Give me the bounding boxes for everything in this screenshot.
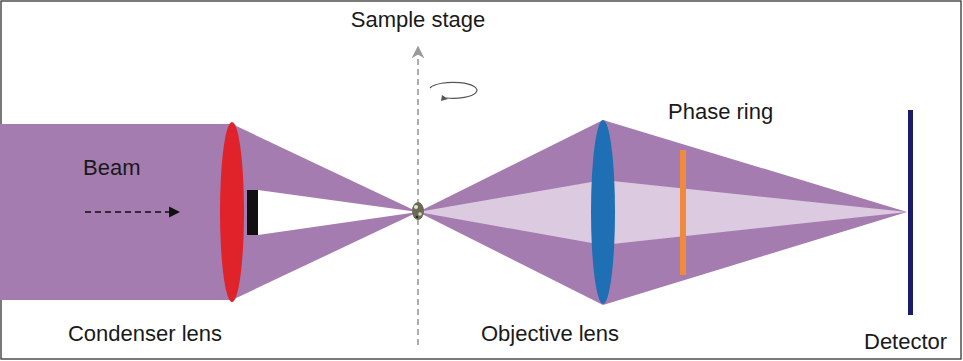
rotation-arrow	[430, 82, 477, 98]
part-label: Condenser lens	[68, 322, 222, 346]
annular-stop	[247, 190, 258, 235]
direct-cone	[418, 180, 603, 245]
condenser-lens	[220, 122, 244, 302]
beam-direction-arrow	[85, 211, 178, 213]
image-cone	[603, 120, 907, 305]
incoming-beam	[0, 124, 232, 300]
part-label: Sample stage	[351, 8, 486, 32]
part-label: Detector	[864, 330, 947, 354]
phase-ring	[680, 150, 686, 275]
part-label: Objective lens	[481, 322, 619, 346]
rotation-axis	[417, 52, 419, 345]
rotation-arrowhead	[441, 95, 448, 101]
hollow-cone	[258, 190, 418, 235]
objective-lens	[591, 120, 615, 304]
part-label: Beam	[83, 156, 140, 180]
detector-plate	[908, 110, 913, 315]
part-label: Phase ring	[668, 100, 773, 124]
sample	[412, 202, 424, 220]
condenser-cone	[232, 124, 418, 300]
direct-image-cone	[603, 180, 907, 245]
scattered-cone	[418, 120, 603, 305]
